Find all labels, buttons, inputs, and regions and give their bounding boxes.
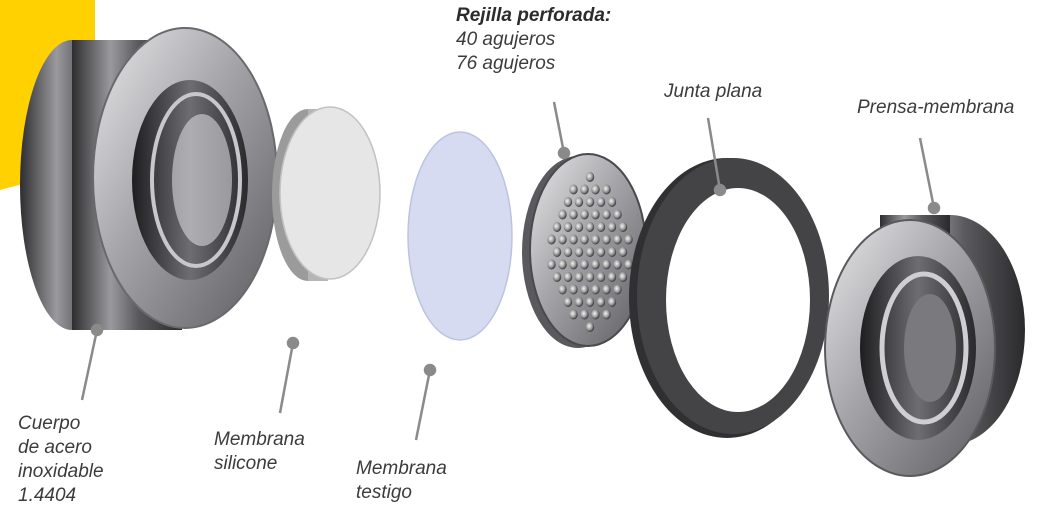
grid-hole xyxy=(602,284,611,295)
grid-hole xyxy=(563,272,573,282)
flat-gasket-part xyxy=(629,158,829,438)
witness-membrane-part xyxy=(407,131,513,341)
grid-hole xyxy=(574,247,584,257)
grid-hole xyxy=(591,259,600,270)
grid-hole xyxy=(596,197,606,207)
grid-hole xyxy=(552,247,562,257)
grid-hole xyxy=(596,272,606,282)
grid-hole xyxy=(585,172,595,182)
grid-hole xyxy=(574,272,584,282)
grid-hole xyxy=(607,197,617,207)
grid-hole xyxy=(591,209,600,220)
grid-hole xyxy=(547,234,556,245)
witness-label-line1: Membrana xyxy=(356,458,447,479)
grid-label: Rejilla perforada: 40 agujeros 76 agujer… xyxy=(456,4,611,76)
grid-hole xyxy=(563,197,573,207)
grid-hole xyxy=(618,272,628,282)
grid-hole xyxy=(574,297,584,307)
grid-hole xyxy=(607,222,617,232)
grid-hole xyxy=(618,247,628,257)
grid-hole xyxy=(558,234,567,245)
perforated-grid-part xyxy=(522,153,647,348)
grid-hole xyxy=(613,234,622,245)
grid-hole xyxy=(580,259,589,270)
clamp-label-text: Prensa-membrana xyxy=(857,97,1015,118)
grid-hole xyxy=(585,247,595,257)
grid-hole xyxy=(552,222,562,232)
grid-hole xyxy=(602,184,611,195)
leader-lines xyxy=(80,101,941,441)
membrane-clamp-part xyxy=(824,215,1025,477)
grid-label-line1: 40 agujeros xyxy=(456,29,556,50)
grid-hole xyxy=(624,234,633,245)
grid-hole xyxy=(607,297,617,307)
grid-hole xyxy=(585,297,595,307)
steel-body-part xyxy=(20,27,278,330)
grid-hole xyxy=(580,284,589,295)
gasket-label: Junta plana xyxy=(664,80,762,104)
grid-hole xyxy=(591,184,600,195)
body-label: Cuerpo de acero inoxidable 1.4404 xyxy=(18,412,104,508)
grid-hole xyxy=(607,272,617,282)
grid-hole xyxy=(613,209,622,220)
witness-label: Membrana testigo xyxy=(356,457,447,505)
grid-hole xyxy=(607,247,617,257)
grid-hole xyxy=(569,309,578,320)
grid-hole xyxy=(547,259,556,270)
grid-hole xyxy=(585,322,595,332)
grid-hole xyxy=(596,247,606,257)
grid-hole xyxy=(602,309,611,320)
grid-hole xyxy=(585,197,595,207)
grid-hole xyxy=(558,259,567,270)
witness-label-line2: testigo xyxy=(356,482,412,503)
grid-hole xyxy=(580,184,589,195)
grid-hole xyxy=(613,284,622,295)
body-label-line1: Cuerpo xyxy=(18,413,81,434)
body-label-line3: inoxidable xyxy=(18,461,104,482)
grid-hole xyxy=(591,284,600,295)
body-label-line4: 1.4404 xyxy=(18,485,77,506)
grid-hole xyxy=(569,184,578,195)
grid-hole xyxy=(585,272,595,282)
silicone-label: Membrana silicone xyxy=(214,428,305,476)
grid-hole xyxy=(591,234,600,245)
grid-hole xyxy=(585,222,595,232)
grid-hole xyxy=(591,309,600,320)
grid-hole xyxy=(563,222,573,232)
grid-hole xyxy=(580,234,589,245)
grid-hole xyxy=(613,259,622,270)
grid-hole xyxy=(569,234,578,245)
grid-hole xyxy=(596,222,606,232)
silicone-label-line2: silicone xyxy=(214,453,278,474)
grid-hole xyxy=(602,234,611,245)
grid-hole xyxy=(574,197,584,207)
clamp-label: Prensa-membrana xyxy=(857,96,1014,120)
grid-hole xyxy=(558,284,567,295)
grid-hole xyxy=(602,259,611,270)
grid-label-title: Rejilla perforada: xyxy=(456,5,612,26)
grid-hole xyxy=(624,259,633,270)
grid-hole xyxy=(618,222,628,232)
grid-hole xyxy=(569,284,578,295)
grid-hole xyxy=(552,272,562,282)
grid-hole xyxy=(563,247,573,257)
grid-hole xyxy=(574,222,584,232)
grid-label-line2: 76 agujeros xyxy=(456,53,556,74)
grid-hole xyxy=(569,259,578,270)
grid-hole xyxy=(569,209,578,220)
grid-hole xyxy=(602,209,611,220)
silicone-label-line1: Membrana xyxy=(214,429,305,450)
grid-hole xyxy=(580,209,589,220)
grid-hole xyxy=(580,309,589,320)
grid-hole xyxy=(558,209,567,220)
gasket-label-text: Junta plana xyxy=(664,81,763,102)
grid-hole xyxy=(596,297,606,307)
silicone-membrane-part xyxy=(272,106,381,281)
body-label-line2: de acero xyxy=(18,437,92,458)
grid-hole xyxy=(563,297,573,307)
